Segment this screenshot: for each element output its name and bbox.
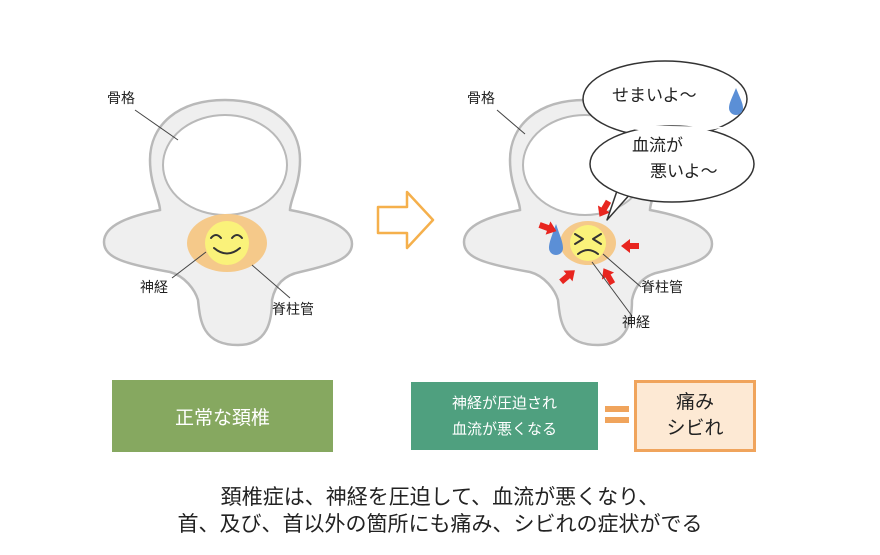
compressed-line2: 血流が悪くなる <box>451 420 557 438</box>
bubble-line2: 血流が <box>632 136 683 156</box>
pressure-arrow-icon <box>538 221 557 235</box>
leader-canal-right <box>602 253 642 288</box>
compressed-line1: 神経が圧迫され <box>451 393 557 412</box>
tear-drop-icon <box>549 224 563 255</box>
leader-nerve-left <box>171 251 207 279</box>
smiling-nerve-face <box>205 221 249 265</box>
vertebral-foramen <box>162 114 288 216</box>
pressure-arrow-icon <box>601 268 616 286</box>
speech-bubble-bottom <box>589 125 755 203</box>
label-canal-left: 脊柱管 <box>272 302 314 318</box>
pressure-arrow-icon <box>621 239 639 253</box>
equals-sign <box>605 400 629 428</box>
pressure-arrow-icon <box>559 270 575 285</box>
label-nerve-left: 神経 <box>140 280 168 296</box>
compressed-nerve-box: 神経が圧迫され 血流が悪くなる <box>411 382 598 450</box>
label-canal-right: 脊柱管 <box>641 280 683 296</box>
leader-canal-left <box>251 264 291 299</box>
bubble-line1: せまいよ〜 <box>612 86 697 106</box>
leader-nerve-right <box>591 261 633 317</box>
symptom-line1: 痛み <box>675 391 714 414</box>
symptom-line2: シビれ <box>666 417 724 439</box>
label-skeleton-right: 骨格 <box>467 91 495 107</box>
tear-drop-icon <box>729 88 743 115</box>
distressed-nerve-face <box>570 225 606 261</box>
caption-line2: 首、及び、首以外の箇所にも痛み、シビれの症状がでる <box>177 512 703 536</box>
bubble-line3: 悪いよ〜 <box>650 162 718 182</box>
pressure-arrow-icon <box>597 199 612 217</box>
leader-skeleton-right <box>496 109 526 135</box>
caption-line1: 頚椎症は、神経を圧迫して、血流が悪くなり、 <box>220 485 660 509</box>
normal-cervical-label: 正常な頚椎 <box>174 406 270 429</box>
leader-skeleton-left <box>134 109 179 141</box>
symptom-box: 痛み シビれ <box>634 380 756 452</box>
label-skeleton-left: 骨格 <box>107 91 135 107</box>
right-arrow-icon <box>376 190 435 250</box>
pressure-arrows <box>538 199 639 286</box>
label-nerve-right: 神経 <box>622 315 650 331</box>
normal-cervical-box: 正常な頚椎 <box>112 380 333 452</box>
normal-vertebra <box>102 98 354 347</box>
